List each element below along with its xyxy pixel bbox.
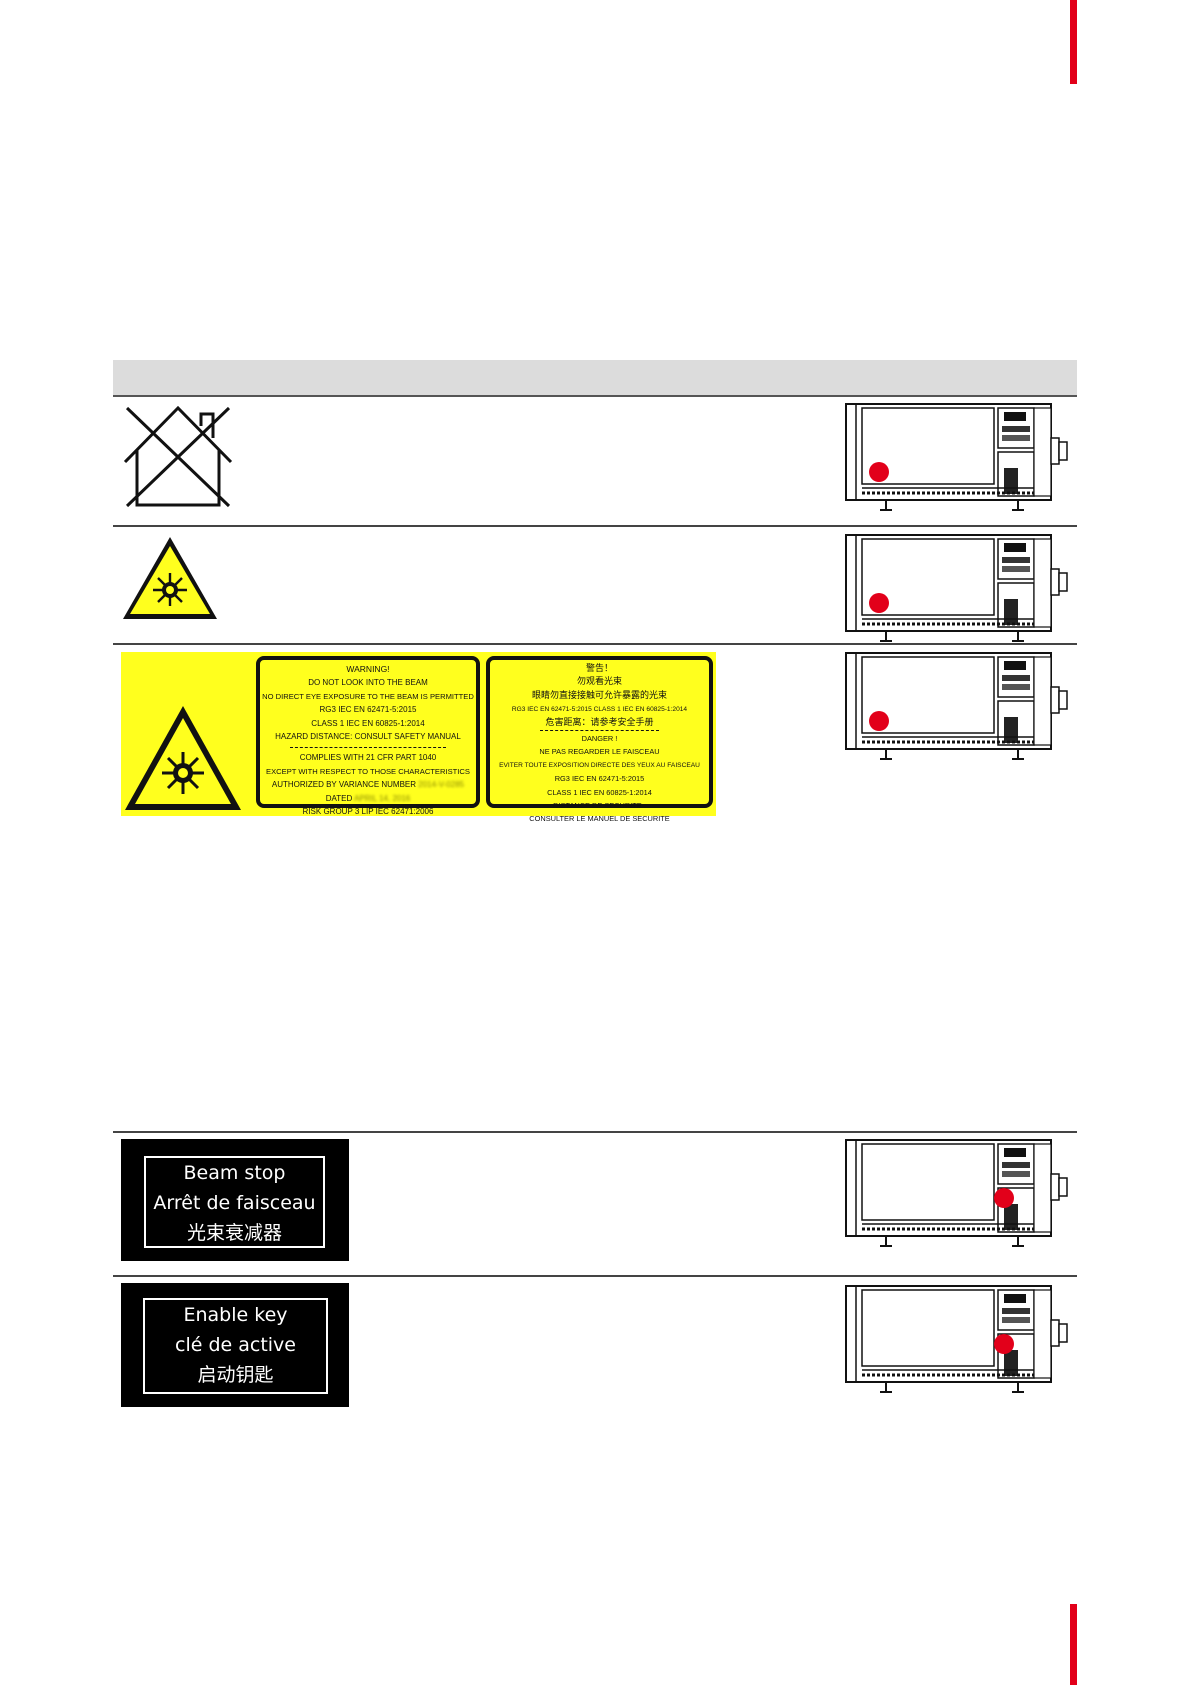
warning-text-english: WARNING! DO NOT LOOK INTO THE BEAM NO DI…	[256, 656, 480, 816]
location-marker	[869, 462, 889, 482]
warning-line: DISTANCE DE SECURITE :	[553, 801, 646, 811]
warning-line: RISK GROUP 3 LIP IEC 62471:2006	[302, 807, 434, 817]
warning-line: HAZARD DISTANCE: CONSULT SAFETY MANUAL	[275, 732, 461, 742]
warning-line: 警告！	[585, 664, 613, 674]
variance-date: APRIL 14, 2016	[354, 793, 411, 803]
page-edge-tab-top	[1070, 0, 1077, 84]
warning-line: DO NOT LOOK INTO THE BEAM	[308, 678, 428, 688]
variance-number-line: AUTHORIZED BY VARIANCE NUMBER 2014-V-028…	[271, 780, 465, 790]
warning-line: EXCEPT WITH RESPECT TO THOSE CHARACTERIS…	[266, 766, 470, 776]
warning-line: CONSULTER LE MANUEL DE SECURITE	[529, 814, 670, 824]
sign-line: clé de active	[175, 1334, 296, 1356]
table-header	[113, 360, 1077, 397]
beam-stop-label: Beam stop Arrêt de faisceau 光束衰减器	[121, 1139, 349, 1261]
sign-line: 启动钥匙	[197, 1364, 274, 1386]
location-marker	[994, 1188, 1014, 1208]
location-marker	[994, 1334, 1014, 1354]
row-divider	[113, 525, 1077, 527]
location-marker	[869, 711, 889, 731]
variance-date-line: DATED APRIL 14, 2016	[325, 793, 411, 803]
warning-line: DANGER !	[581, 734, 618, 744]
warning-line: 勿观看光束	[576, 677, 622, 688]
variance-number: 2014-V-0285	[418, 780, 465, 790]
house-crossed-out-icon	[119, 402, 237, 510]
warning-line: 危害距离：请参考安全手册	[545, 717, 654, 728]
row-divider	[113, 1275, 1077, 1277]
projector-location-diagram	[844, 1284, 1069, 1394]
warning-line: EVITER TOUTE EXPOSITION DIRECTE DES YEUX…	[499, 761, 700, 769]
laser-warning-triangle-icon	[125, 706, 241, 810]
warning-line: RG3 IEC EN 62471-5:2015	[319, 705, 417, 715]
warning-line: RG3 IEC EN 62471-5:2015 CLASS 1 IEC EN 6…	[511, 706, 688, 714]
sign-line: 光束衰减器	[186, 1222, 282, 1244]
projector-location-diagram	[844, 651, 1069, 761]
page-edge-tab-bottom	[1070, 1604, 1077, 1685]
projector-location-diagram	[844, 402, 1069, 512]
location-marker	[869, 593, 889, 613]
sign-line: Arrêt de faisceau	[153, 1192, 316, 1214]
sign-line: Enable key	[183, 1304, 288, 1326]
row-divider	[113, 643, 1077, 645]
projector-location-diagram	[844, 533, 1069, 643]
warning-line: CLASS 1 IEC EN 60825-1:2014	[547, 787, 652, 797]
warning-line: NE PAS REGARDER LE FAISCEAU	[539, 747, 660, 757]
enable-key-label: Enable key clé de active 启动钥匙	[121, 1283, 349, 1407]
warning-line: CLASS 1 IEC EN 60825-1:2014	[311, 718, 425, 728]
sign-line: Beam stop	[183, 1162, 286, 1184]
laser-warning-label: WARNING! DO NOT LOOK INTO THE BEAM NO DI…	[121, 652, 716, 823]
row-divider	[113, 1131, 1077, 1133]
warning-line: RG3 IEC EN 62471-5:2015	[554, 774, 645, 784]
warning-line: WARNING!	[346, 664, 390, 674]
warning-line: COMPLIES WITH 21 CFR PART 1040	[299, 753, 437, 763]
laser-warning-triangle-icon	[119, 533, 221, 623]
projector-location-diagram	[844, 1138, 1069, 1248]
warning-text-chinese-french: 警告！ 勿观看光束 眼睛勿直接接触可允许暴露的光束 RG3 IEC EN 624…	[486, 656, 713, 823]
warning-line: 眼睛勿直接接触可允许暴露的光束	[531, 690, 667, 701]
warning-line: NO DIRECT EYE EXPOSURE TO THE BEAM IS PE…	[262, 691, 474, 701]
